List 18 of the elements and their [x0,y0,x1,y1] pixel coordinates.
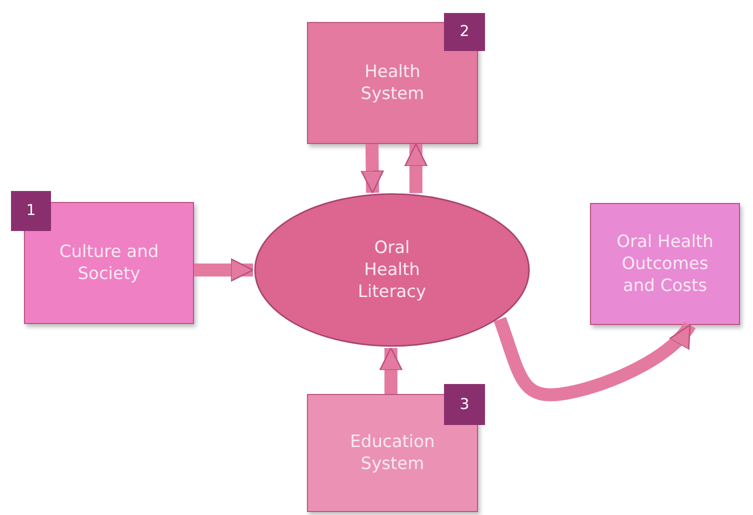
number-badge: 2 [444,13,485,51]
node-label: Education System [349,430,436,476]
block-arrow [360,144,384,194]
node-label: Culture and Society [58,240,160,286]
factor-box [307,22,478,144]
node-label: Health System [360,60,426,106]
block-arrow [379,347,403,394]
number-badge: 1 [11,191,51,231]
ellipse-node [253,192,531,348]
number-badge: 3 [444,384,485,425]
node-label: Oral Health Outcomes and Costs [616,230,714,298]
block-arrow [194,258,254,282]
factor-box [307,394,478,512]
block-arrow [494,317,696,402]
block-arrow [404,143,428,194]
factor-box [24,202,194,324]
node-label: Oral Health Literacy [356,236,428,304]
factor-box [590,203,740,325]
